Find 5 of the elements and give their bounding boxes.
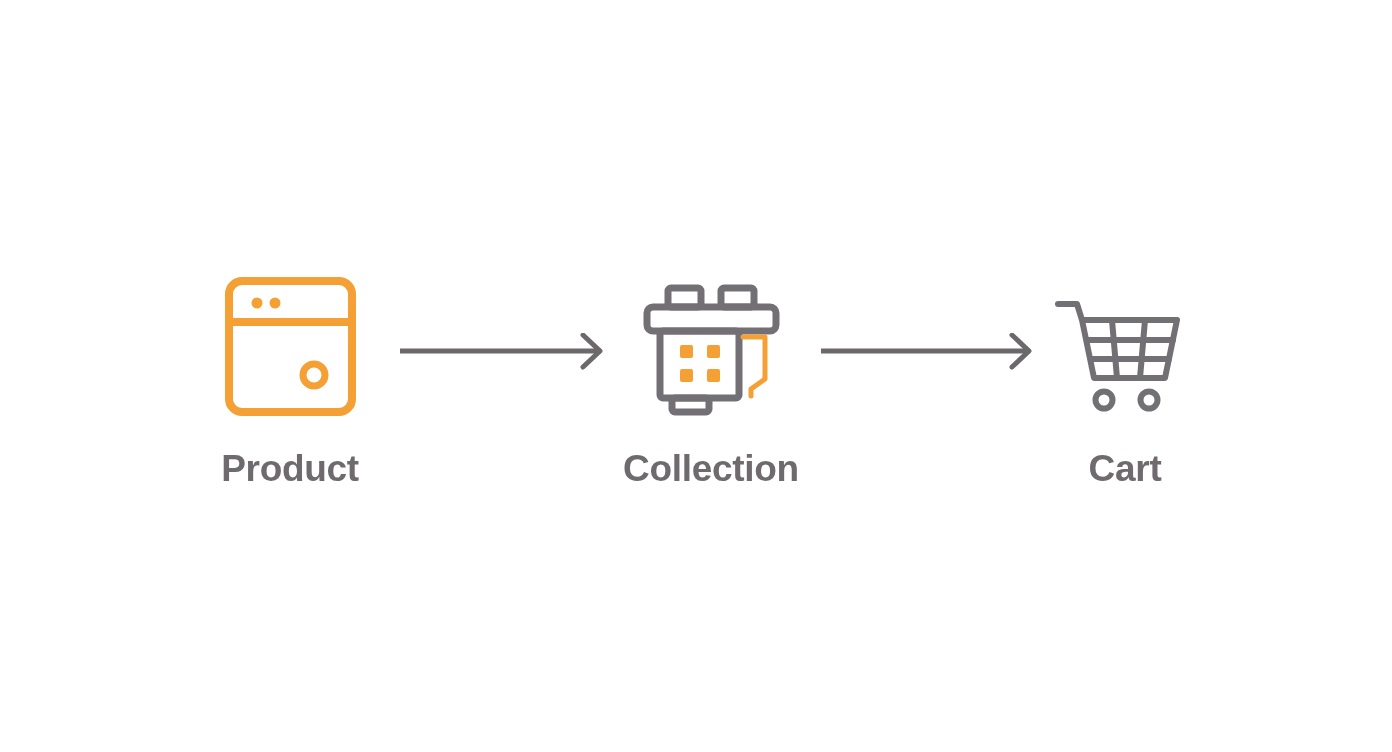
node-label: Cart xyxy=(1088,448,1162,490)
arrow xyxy=(400,332,603,370)
node-label: Collection xyxy=(623,448,799,490)
node-label: Product xyxy=(221,448,359,490)
arrow xyxy=(821,332,1032,370)
